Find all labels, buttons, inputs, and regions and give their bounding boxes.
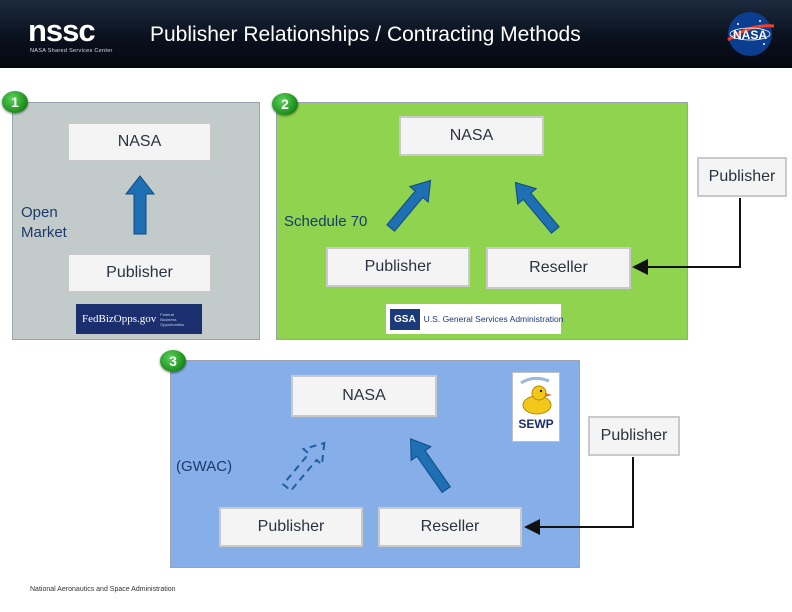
gwac-label: (GWAC) xyxy=(176,458,233,475)
reseller-box: Reseller xyxy=(378,507,522,547)
diagonal-arrow-icon xyxy=(410,438,451,494)
gsa-logo: GSA U.S. General Services Administration xyxy=(386,304,564,334)
gsa-logo-text: U.S. General Services Administration xyxy=(423,314,564,324)
nssc-logo-subtext: NASA Shared Services Center xyxy=(30,48,113,54)
outside-publisher-box: Publisher xyxy=(588,416,680,456)
duck-icon xyxy=(520,376,552,415)
publisher-box: Publisher xyxy=(326,247,470,287)
reseller-box: Reseller xyxy=(486,247,631,289)
diagonal-arrow-icon xyxy=(386,179,432,232)
step-badge-1: 1 xyxy=(2,91,28,113)
sewp-logo-text: SEWP xyxy=(518,417,554,431)
outside-publisher-box: Publisher xyxy=(697,157,787,197)
connector-arrow xyxy=(632,198,741,275)
footer-text: National Aeronautics and Space Administr… xyxy=(30,586,176,593)
sewp-logo: SEWP xyxy=(512,372,560,442)
nasa-box: NASA xyxy=(291,375,437,417)
nasa-meatball-logo: NASA xyxy=(727,12,775,56)
open-market-label: Open Market xyxy=(21,204,67,241)
diagonal-arrow-icon xyxy=(514,181,560,234)
nssc-logo: nssc xyxy=(28,13,96,48)
connector-arrow xyxy=(524,457,634,535)
step-badge-2: 2 xyxy=(272,93,298,115)
fedbizopps-logo-text: FedBizOpps.gov xyxy=(82,313,157,325)
publisher-box: Publisher xyxy=(219,507,363,547)
fedbizopps-logo-small: Federal Business Opportunities xyxy=(160,311,185,327)
schedule-70-label: Schedule 70 xyxy=(284,213,368,230)
dashed-arrow-icon xyxy=(281,441,326,493)
step-badge-3: 3 xyxy=(160,350,186,372)
page-title: Publisher Relationships / Contracting Me… xyxy=(150,23,581,46)
fedbizopps-logo: FedBizOpps.gov Federal Business Opportun… xyxy=(76,304,202,334)
nasa-logo-text: NASA xyxy=(733,28,767,42)
gsa-logo-mark: GSA xyxy=(390,308,420,330)
nasa-box: NASA xyxy=(399,116,544,156)
up-arrow-icon xyxy=(124,175,156,235)
header-bar xyxy=(0,0,792,68)
publisher-box: Publisher xyxy=(67,253,212,293)
nasa-box: NASA xyxy=(67,122,212,162)
